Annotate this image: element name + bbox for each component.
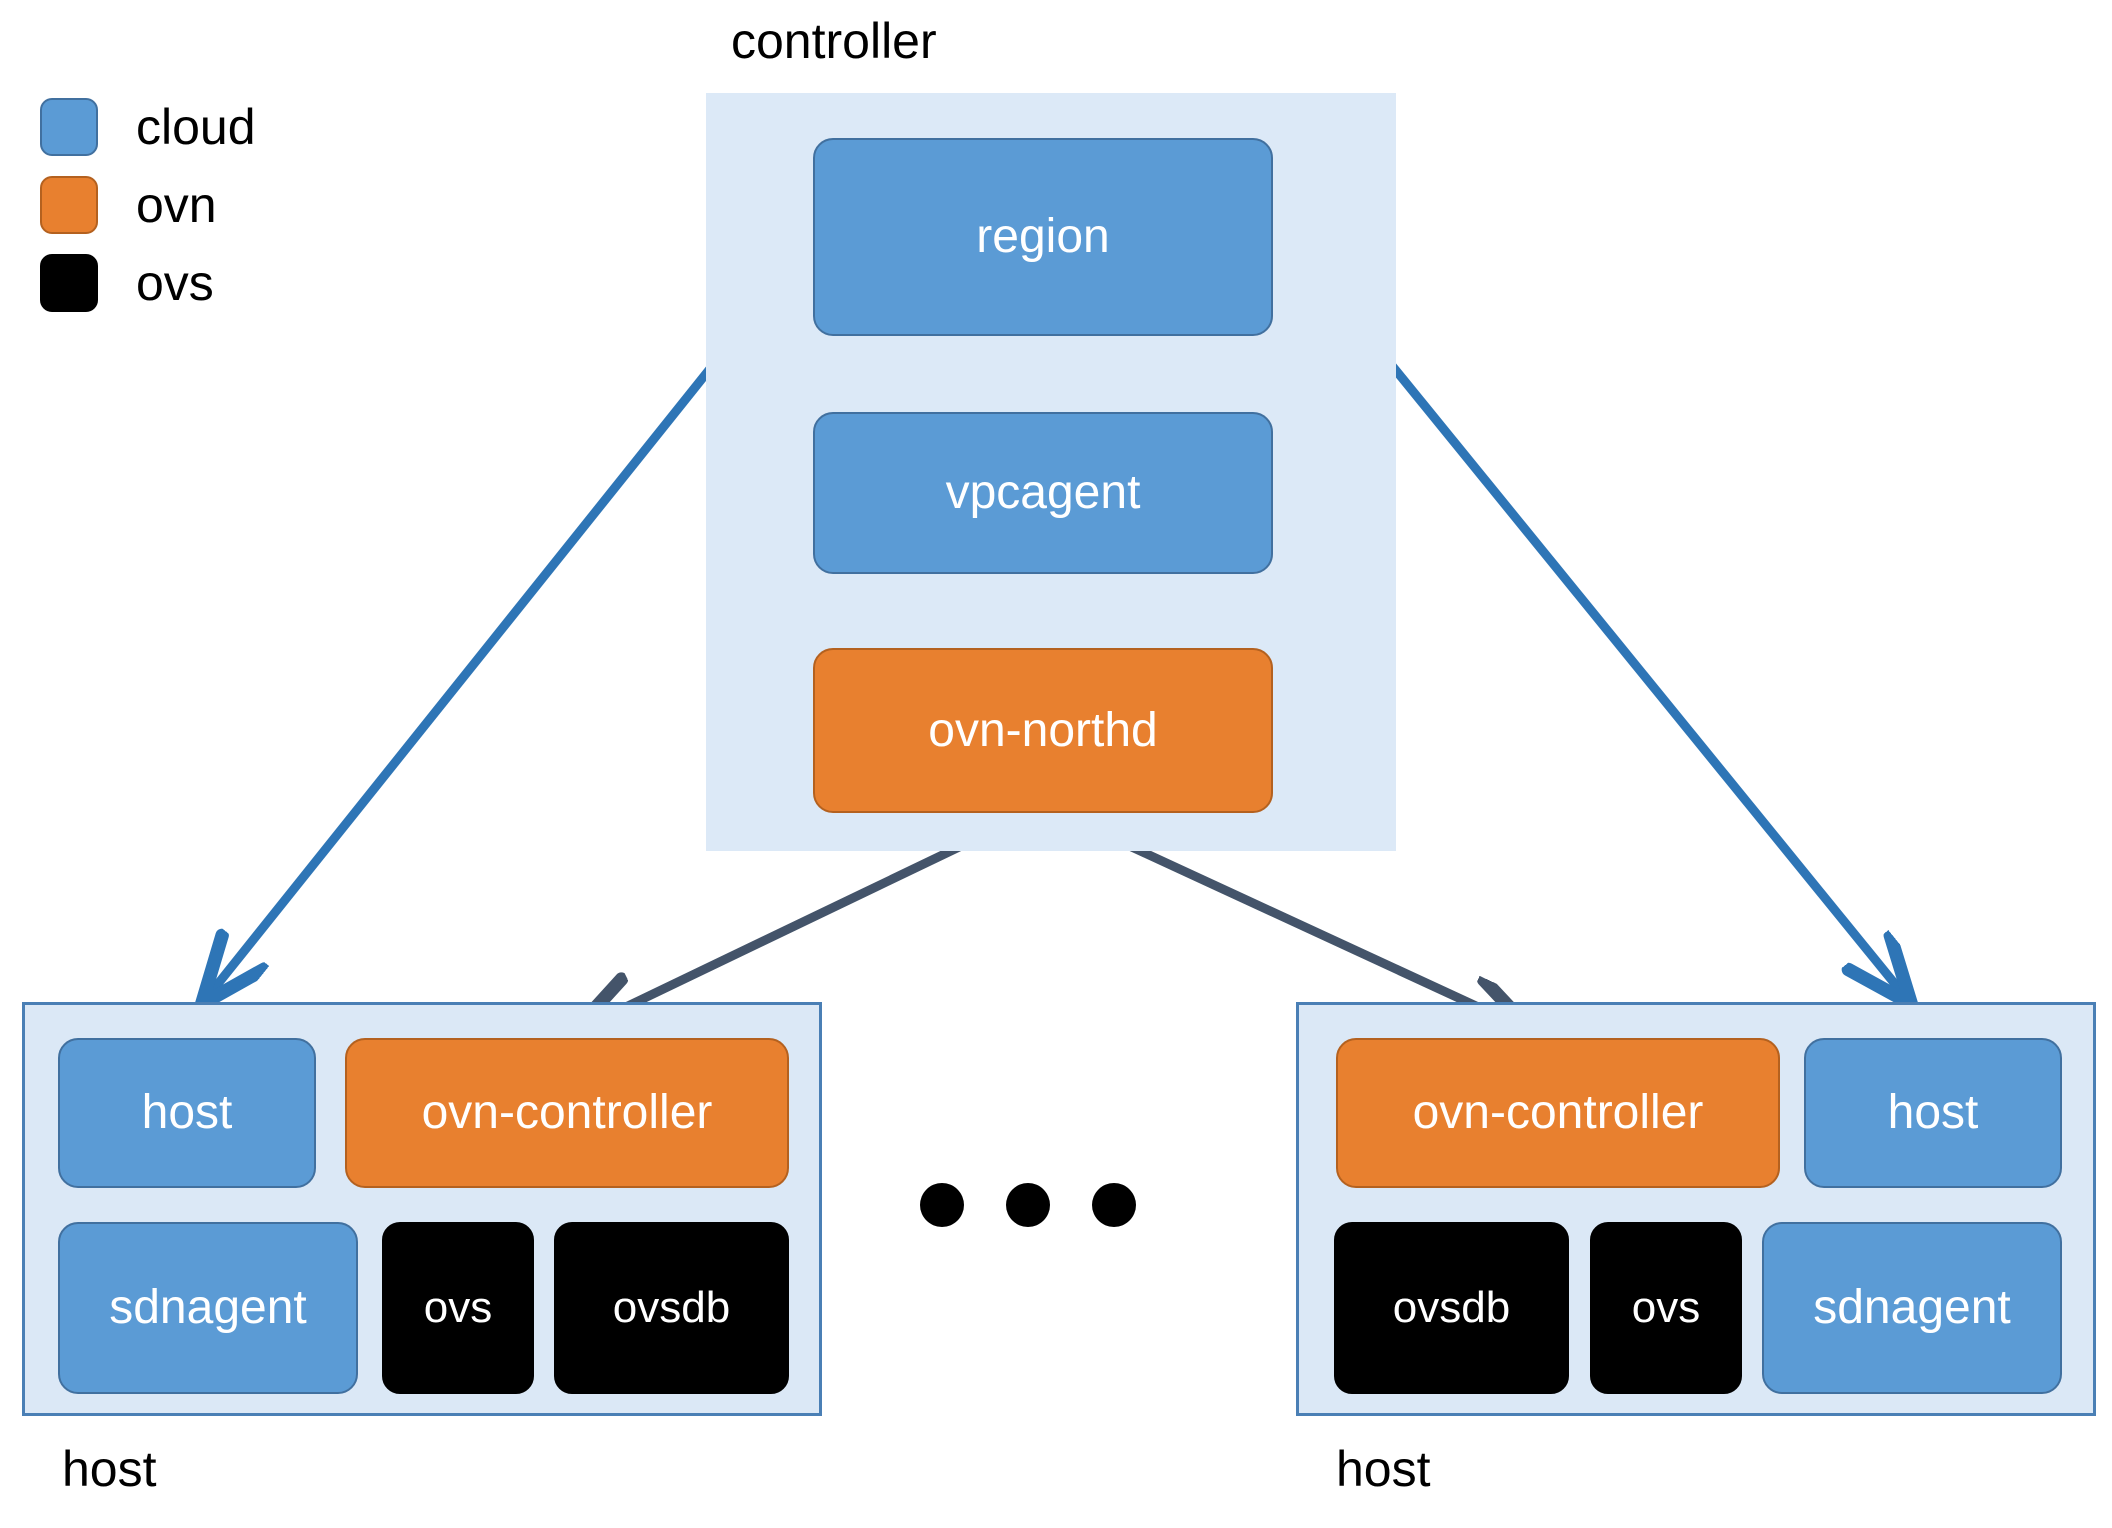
legend-item-ovn: ovn bbox=[40, 166, 256, 244]
node-host-left-sdnagent[interactable]: sdnagent bbox=[58, 1222, 358, 1394]
node-host-right-ovsdb[interactable]: ovsdb bbox=[1334, 1222, 1569, 1394]
node-host-right-host[interactable]: host bbox=[1804, 1038, 2062, 1188]
legend-label-ovs: ovs bbox=[136, 255, 214, 311]
legend-label-ovn: ovn bbox=[136, 177, 217, 233]
legend-swatch-cloud-icon bbox=[40, 98, 98, 156]
legend-item-ovs: ovs bbox=[40, 244, 256, 322]
node-host-left-host[interactable]: host bbox=[58, 1038, 316, 1188]
ellipsis-dot bbox=[1092, 1183, 1136, 1227]
node-host-right-ovn-controller[interactable]: ovn-controller bbox=[1336, 1038, 1780, 1188]
host-right-caption: host bbox=[1336, 1441, 1431, 1497]
node-region[interactable]: region bbox=[813, 138, 1273, 336]
node-host-left-ovs[interactable]: ovs bbox=[382, 1222, 534, 1394]
node-host-right-sdnagent[interactable]: sdnagent bbox=[1762, 1222, 2062, 1394]
ellipsis-more-hosts bbox=[920, 1183, 1136, 1227]
controller-group-title: controller bbox=[731, 13, 937, 69]
legend-item-cloud: cloud bbox=[40, 88, 256, 166]
ellipsis-dot bbox=[920, 1183, 964, 1227]
legend-label-cloud: cloud bbox=[136, 99, 256, 155]
node-host-left-ovsdb[interactable]: ovsdb bbox=[554, 1222, 789, 1394]
legend-swatch-ovn-icon bbox=[40, 176, 98, 234]
node-host-right-ovs[interactable]: ovs bbox=[1590, 1222, 1742, 1394]
node-host-left-ovn-controller[interactable]: ovn-controller bbox=[345, 1038, 789, 1188]
ellipsis-dot bbox=[1006, 1183, 1050, 1227]
legend-swatch-ovs-icon bbox=[40, 254, 98, 312]
node-vpcagent[interactable]: vpcagent bbox=[813, 412, 1273, 574]
node-ovn-northd[interactable]: ovn-northd bbox=[813, 648, 1273, 813]
host-left-caption: host bbox=[62, 1441, 157, 1497]
legend: cloud ovn ovs bbox=[40, 88, 256, 322]
